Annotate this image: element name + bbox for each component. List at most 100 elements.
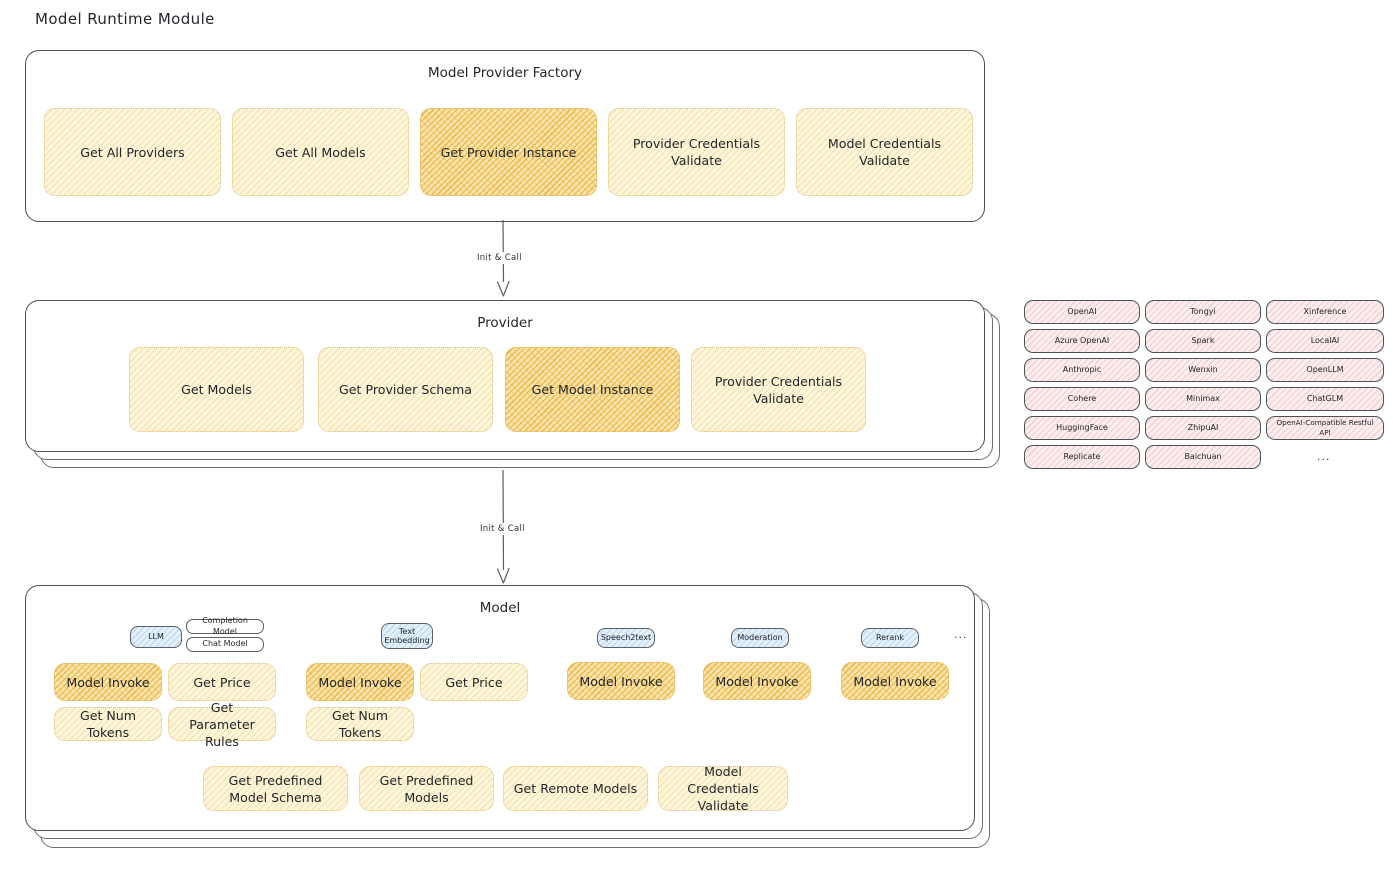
chip-label: ZhipuAI [1187, 422, 1219, 432]
chip-label: Replicate [1063, 451, 1101, 461]
chip-label: Minimax [1186, 393, 1220, 403]
model-common-get-predefined-model-schema[interactable]: Get Predefined Model Schema [203, 766, 348, 811]
node-label: Get Num Tokens [79, 708, 137, 740]
chip-label: Azure OpenAI [1054, 335, 1110, 345]
model-provider-factory-panel: Model Provider Factory Get All Providers… [25, 50, 985, 222]
provider-chip-openai[interactable]: OpenAI [1024, 300, 1140, 324]
model-type-llm[interactable]: LLM [130, 626, 182, 648]
page-title: Model Runtime Module [35, 10, 215, 28]
provider-chip-spark[interactable]: Spark [1145, 329, 1261, 353]
node-label: Get Parameter Rules [189, 699, 255, 749]
connector-factory-to-provider [496, 220, 510, 297]
text-embedding-method-get-price[interactable]: Get Price [420, 663, 528, 701]
node-label: Get Price [193, 674, 251, 690]
provider-chip-cohere[interactable]: Cohere [1024, 387, 1140, 411]
model-panel: Model LLM Completion Model Chat Model Mo… [25, 585, 975, 831]
chip-label: Spark [1191, 335, 1215, 345]
provider-chip-replicate[interactable]: Replicate [1024, 445, 1140, 469]
provider-chip-azure-openai[interactable]: Azure OpenAI [1024, 329, 1140, 353]
llm-method-get-parameter-rules[interactable]: Get Parameter Rules [168, 700, 276, 749]
chip-label: ChatGLM [1306, 393, 1344, 403]
node-label: Model Invoke [715, 673, 799, 689]
provider-chip-minimax[interactable]: Minimax [1145, 387, 1261, 411]
factory-node-model-credentials-validate[interactable]: Model Credentials Validate [796, 108, 973, 196]
model-subtype-label: Chat Model [202, 639, 248, 649]
provider-chip-openllm[interactable]: OpenLLM [1266, 358, 1384, 382]
node-label: Model Invoke [318, 674, 402, 690]
moderation-method-model-invoke[interactable]: Model Invoke [703, 662, 811, 700]
node-label: Provider Credentials Validate [632, 136, 761, 168]
node-label: Get All Models [275, 144, 366, 160]
model-type-rerank[interactable]: Rerank [861, 628, 919, 648]
node-label: Get All Providers [80, 144, 185, 160]
provider-chip-anthropic[interactable]: Anthropic [1024, 358, 1140, 382]
model-type-speech2text[interactable]: Speech2text [597, 628, 655, 648]
node-label: Get Remote Models [513, 781, 638, 796]
provider-panel: Provider Get Models Get Provider Schema … [25, 300, 985, 452]
chip-label: Tongyi [1190, 306, 1216, 316]
llm-method-model-invoke[interactable]: Model Invoke [54, 663, 162, 701]
model-subtype-label: Completion Model [202, 615, 248, 636]
chip-label: Anthropic [1062, 364, 1102, 374]
node-label: Get Price [445, 674, 503, 690]
node-label: Model Invoke [579, 673, 663, 689]
provider-node-get-model-instance[interactable]: Get Model Instance [505, 347, 680, 432]
provider-chip-xinference[interactable]: Xinference [1266, 300, 1384, 324]
chip-label: LocalAI [1310, 335, 1340, 345]
chip-label: Baichuan [1184, 451, 1222, 461]
text-embedding-method-get-num-tokens[interactable]: Get Num Tokens [306, 707, 414, 741]
model-common-get-predefined-models[interactable]: Get Predefined Models [359, 766, 494, 811]
node-label: Model Credentials Validate [687, 764, 759, 813]
provider-node-get-models[interactable]: Get Models [129, 347, 304, 432]
provider-chip-openai-compatible-restful-api[interactable]: OpenAI-Compatible Restful API [1266, 416, 1384, 440]
node-label: Get Predefined Models [379, 772, 474, 805]
model-type-label: LLM [148, 631, 164, 641]
connector-provider-to-model [496, 470, 510, 584]
model-type-moderation[interactable]: Moderation [731, 628, 789, 648]
provider-chip-tongyi[interactable]: Tongyi [1145, 300, 1261, 324]
model-types-more-ellipsis: ... [954, 628, 968, 641]
factory-node-get-all-models[interactable]: Get All Models [232, 108, 409, 196]
llm-method-get-num-tokens[interactable]: Get Num Tokens [54, 707, 162, 741]
node-label: Get Models [181, 382, 252, 397]
factory-node-get-provider-instance[interactable]: Get Provider Instance [420, 108, 597, 196]
node-label: Get Provider Schema [339, 382, 472, 397]
text-embedding-method-model-invoke[interactable]: Model Invoke [306, 663, 414, 701]
provider-chip-zhipuai[interactable]: ZhipuAI [1145, 416, 1261, 440]
model-type-text-embedding[interactable]: Text Embedding [381, 623, 433, 649]
node-label: Model Invoke [66, 674, 150, 690]
model-type-label: Moderation [737, 632, 783, 642]
factory-node-get-all-providers[interactable]: Get All Providers [44, 108, 221, 196]
provider-chip-huggingface[interactable]: HuggingFace [1024, 416, 1140, 440]
provider-list-more-ellipsis: ... [1317, 450, 1331, 463]
model-type-label: Speech2text [600, 632, 652, 642]
model-type-label: Text Embedding [384, 626, 430, 645]
model-common-model-credentials-validate[interactable]: Model Credentials Validate [658, 764, 788, 813]
node-label: Model Credentials Validate [827, 136, 942, 168]
model-subtype-completion-model[interactable]: Completion Model [186, 616, 264, 636]
provider-chip-localai[interactable]: LocalAI [1266, 329, 1384, 353]
node-label: Get Num Tokens [331, 708, 389, 740]
llm-method-get-price[interactable]: Get Price [168, 663, 276, 701]
node-label: Get Provider Instance [440, 144, 577, 160]
provider-chip-baichuan[interactable]: Baichuan [1145, 445, 1261, 469]
model-common-get-remote-models[interactable]: Get Remote Models [503, 766, 648, 811]
factory-node-provider-credentials-validate[interactable]: Provider Credentials Validate [608, 108, 785, 196]
chip-label: Wenxin [1188, 364, 1218, 374]
model-subtype-chat-model[interactable]: Chat Model [186, 637, 264, 652]
chip-label: OpenAI-Compatible Restful API [1276, 418, 1374, 437]
chip-label: OpenLLM [1306, 364, 1344, 374]
provider-title: Provider [477, 315, 533, 331]
provider-node-get-provider-schema[interactable]: Get Provider Schema [318, 347, 493, 432]
rerank-method-model-invoke[interactable]: Model Invoke [841, 662, 949, 700]
provider-node-provider-credentials-validate[interactable]: Provider Credentials Validate [691, 347, 866, 432]
speech2text-method-model-invoke[interactable]: Model Invoke [567, 662, 675, 700]
node-label: Provider Credentials Validate [714, 373, 843, 406]
provider-chip-chatglm[interactable]: ChatGLM [1266, 387, 1384, 411]
provider-chip-wenxin[interactable]: Wenxin [1145, 358, 1261, 382]
factory-title: Model Provider Factory [427, 65, 582, 81]
provider-list: OpenAI Azure OpenAI Anthropic Cohere Hug… [1024, 300, 1384, 480]
chip-label: HuggingFace [1056, 422, 1108, 432]
node-label: Get Model Instance [531, 382, 654, 397]
